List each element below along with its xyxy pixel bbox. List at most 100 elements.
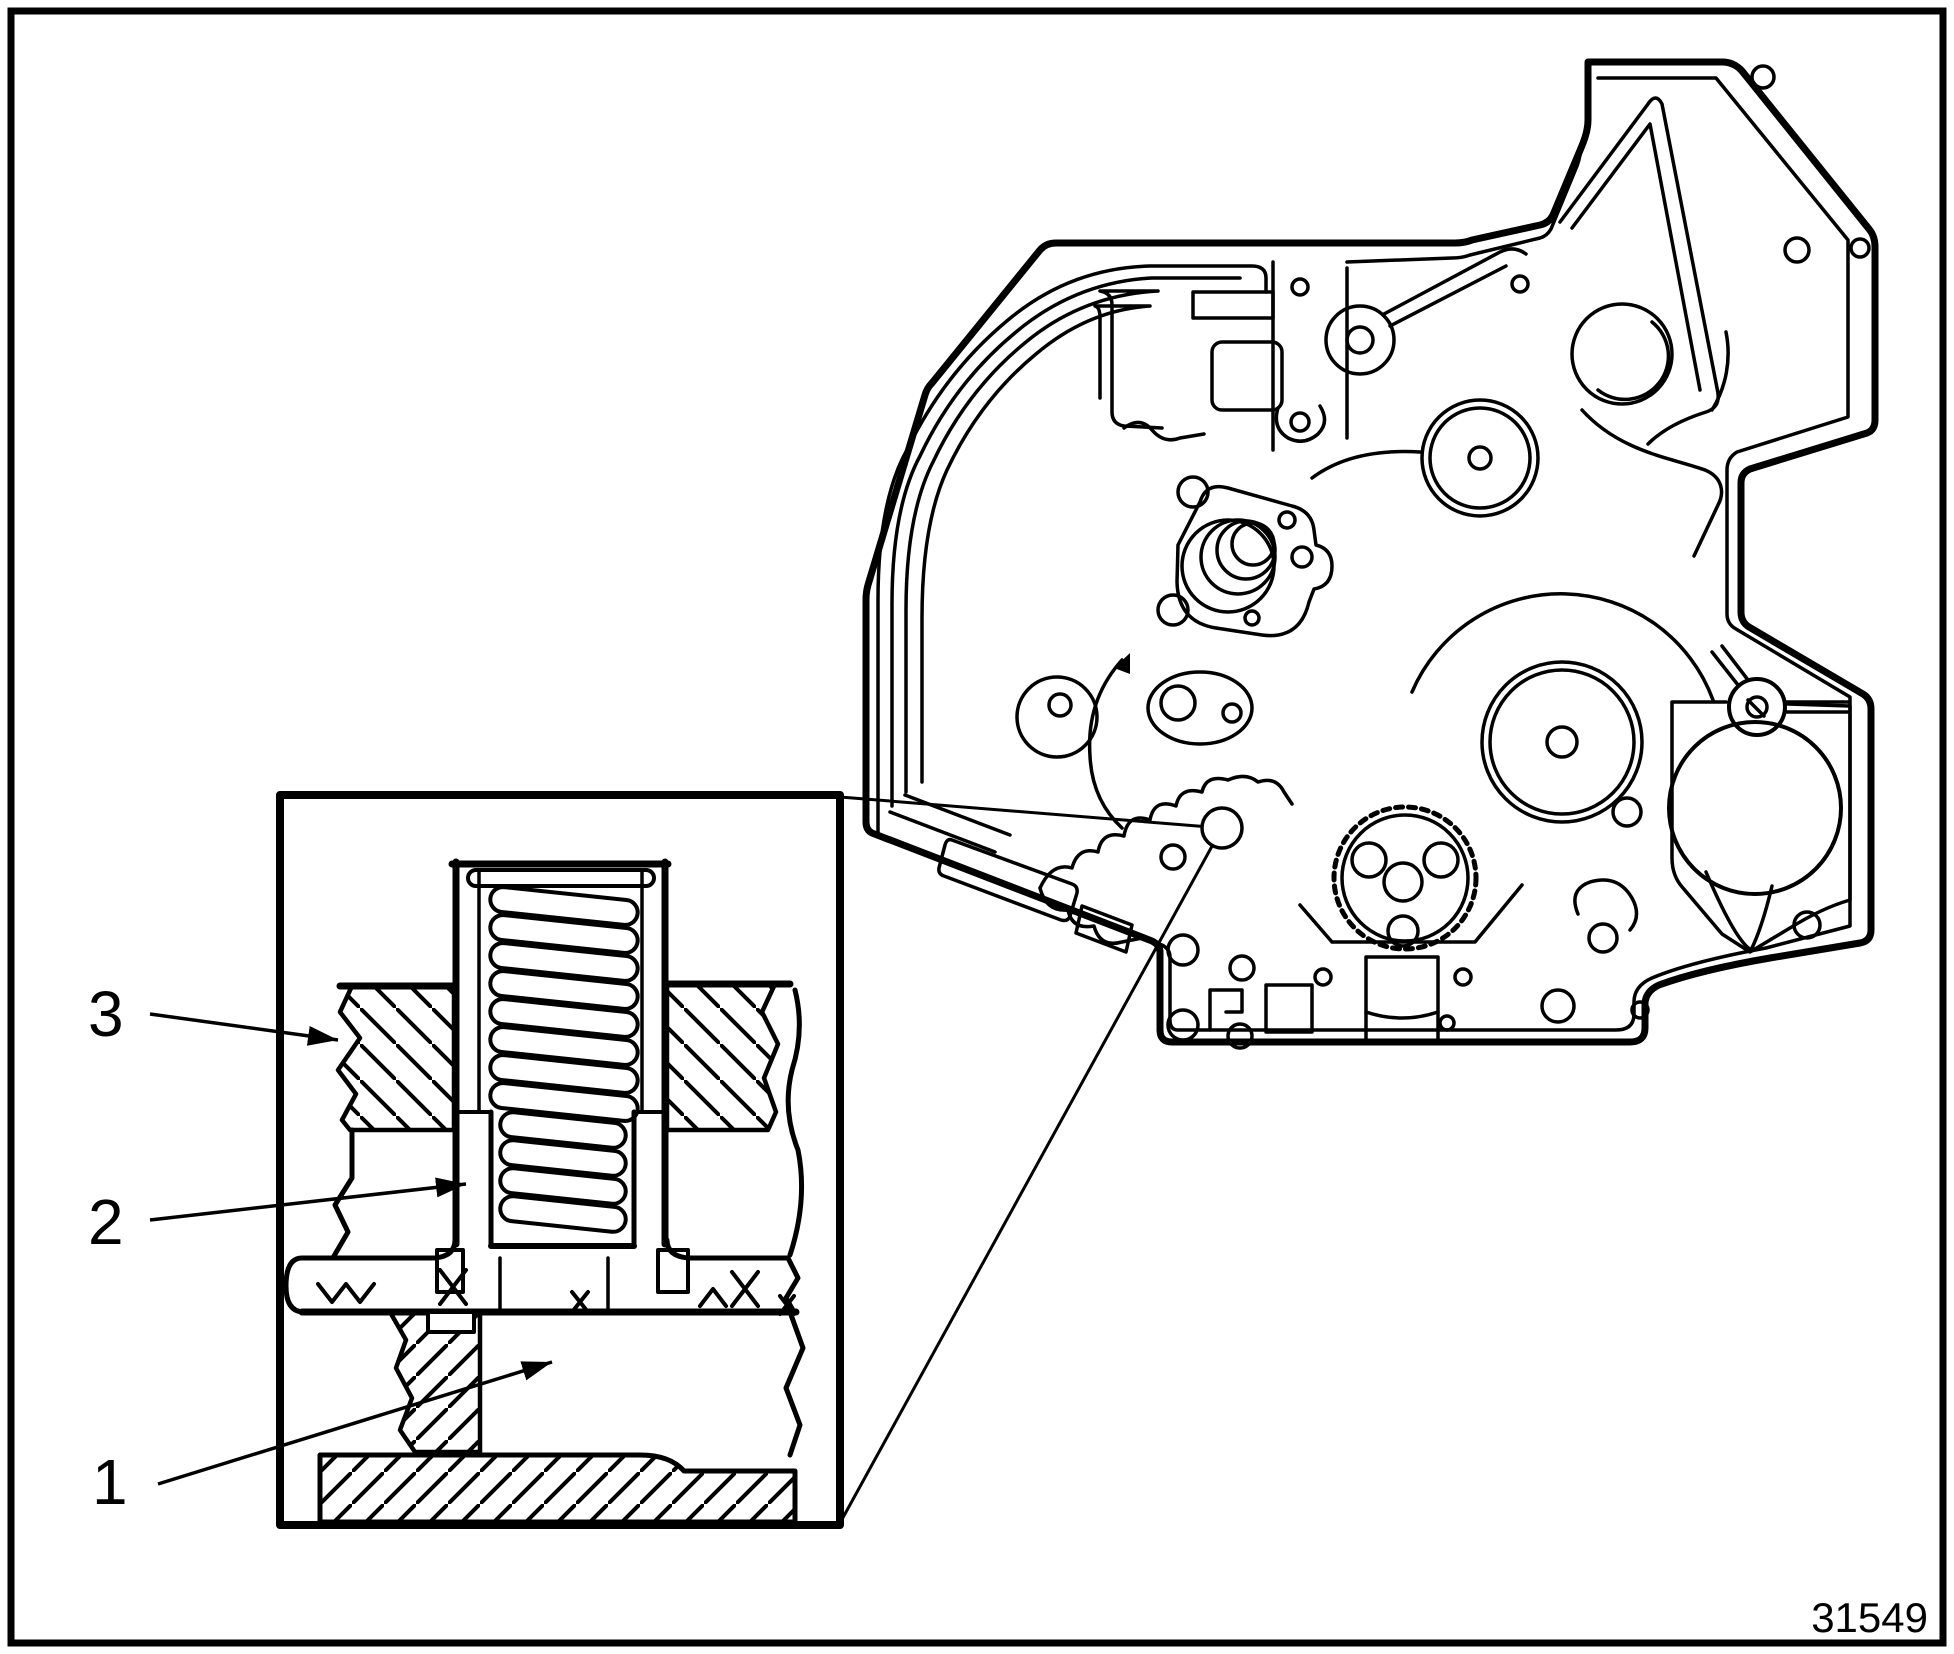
gear-mount-plate — [1298, 883, 1524, 944]
callout-1-leader — [157, 1360, 553, 1486]
flange-step — [1208, 988, 1244, 1032]
plateau-edge — [1122, 420, 1206, 442]
bolt-hole — [1783, 236, 1811, 264]
strut-boss — [1324, 304, 1396, 376]
large-bore — [1570, 302, 1674, 406]
housing-wall-right — [664, 981, 781, 1133]
cavity-break-right — [783, 1309, 806, 1458]
pump-bolt-hole — [1243, 609, 1261, 627]
bolt-hole — [1226, 1022, 1254, 1050]
bolt-hole — [1228, 954, 1256, 982]
sleeve-walls — [488, 1109, 637, 1249]
gear-hole — [1350, 841, 1388, 879]
cover-inner-contour — [876, 76, 1852, 1032]
pulley-ring-inner — [1488, 668, 1636, 816]
cover-top-inner-line — [1345, 143, 1583, 264]
cavity-left-column — [387, 1309, 483, 1455]
pivot-hole — [1745, 695, 1769, 719]
sweep-curve-3 — [904, 289, 1164, 794]
sweep-curve-4 — [920, 304, 1152, 784]
idler-bore — [1420, 398, 1540, 518]
pump-arc-4 — [1230, 521, 1276, 567]
bolt-hole — [1792, 910, 1822, 940]
opening-pocket — [1670, 700, 1852, 954]
gear-hole — [1386, 914, 1420, 948]
bolt-hole — [1510, 274, 1530, 294]
bolt-hole — [1221, 702, 1243, 724]
strut-rib — [1382, 247, 1528, 328]
bolt-hole — [1159, 684, 1197, 722]
crescent-rib — [1087, 658, 1124, 830]
spring-seat-band — [283, 1237, 801, 1316]
large-opening — [1667, 720, 1843, 896]
knurl-x — [438, 1268, 590, 1314]
bolt-hole — [1630, 1000, 1650, 1020]
gear-hole — [1422, 841, 1460, 879]
pulley-center-hole — [1545, 725, 1579, 759]
top-rounded-port — [1210, 340, 1284, 412]
bolt-hole — [1438, 1014, 1456, 1032]
housing-wall-left — [335, 983, 457, 1133]
knurl-right — [698, 1270, 796, 1316]
bolt-hole — [1587, 922, 1619, 954]
port-side-lines — [1271, 260, 1349, 452]
bolt-hole — [1849, 237, 1871, 259]
coil-spring — [488, 885, 640, 1234]
pocket-panel — [937, 837, 1079, 923]
strut-boss-hole — [1345, 325, 1375, 355]
wedge-line-upper — [839, 795, 1223, 830]
bolt-hole — [1176, 475, 1210, 509]
gear-center-hole — [1382, 861, 1424, 903]
flange-cutout-small — [1264, 983, 1314, 1034]
knurl-zigzag — [316, 1282, 376, 1304]
break-edge-left — [331, 1127, 355, 1259]
bolt-hole — [1313, 967, 1333, 987]
boss-arc — [1274, 404, 1327, 443]
block-rib-inner — [1570, 122, 1702, 392]
block-s-curve — [1580, 408, 1724, 558]
pivot-links — [1710, 644, 1850, 718]
bolt-hole — [1289, 411, 1311, 433]
pump-bolt-hole — [1290, 545, 1314, 569]
flange-cutout-large — [1364, 955, 1440, 1045]
large-bore-inner-arc — [1596, 320, 1671, 402]
band-ticks — [498, 1256, 610, 1314]
engine-front-cover-drawing — [862, 58, 1879, 1050]
bolt-hole — [1166, 933, 1200, 967]
bolt-hole — [1290, 277, 1310, 297]
corner-boss-hole — [1047, 692, 1073, 718]
flange-cutout-curve — [1364, 1010, 1440, 1020]
pocket-lines — [888, 793, 1012, 854]
crescent-tip — [1114, 653, 1130, 674]
scallop-edge-upper — [1038, 774, 1294, 890]
bolt-hole — [1540, 988, 1576, 1024]
spring-retainer — [466, 868, 656, 888]
timing-gear — [1298, 804, 1524, 952]
gear-teeth-ring — [1331, 804, 1479, 952]
bolt-hole — [1611, 796, 1643, 828]
callouts: 3 2 1 — [88, 978, 553, 1518]
wedge-line-lower — [838, 827, 1224, 1524]
callout-3-label: 3 — [88, 978, 124, 1050]
callout-2-leader — [149, 1177, 467, 1222]
plateau-edge — [1310, 449, 1422, 480]
detail-callout-wedge — [838, 795, 1244, 1524]
idler-center-hole — [1467, 445, 1493, 471]
inset-frame — [276, 791, 844, 1529]
bolt-hole — [1453, 967, 1473, 987]
idler-bore-inner — [1428, 406, 1532, 510]
pivot-boss — [1727, 677, 1787, 737]
callout-2-label: 2 — [88, 1186, 124, 1258]
pulley-ring-outer — [1480, 660, 1644, 824]
bolt-hole — [1156, 593, 1190, 627]
opening-teardrop — [1704, 870, 1774, 952]
bolt-hole — [1166, 1008, 1200, 1042]
pocket-panel-small — [1074, 904, 1134, 954]
corner-boss — [1015, 675, 1099, 759]
break-edge-right — [785, 987, 805, 1258]
bolt-hole — [1750, 64, 1776, 90]
figure-number: 31549 — [1811, 1594, 1928, 1641]
recess-arc — [1710, 330, 1730, 412]
pump-flange — [1175, 484, 1334, 638]
